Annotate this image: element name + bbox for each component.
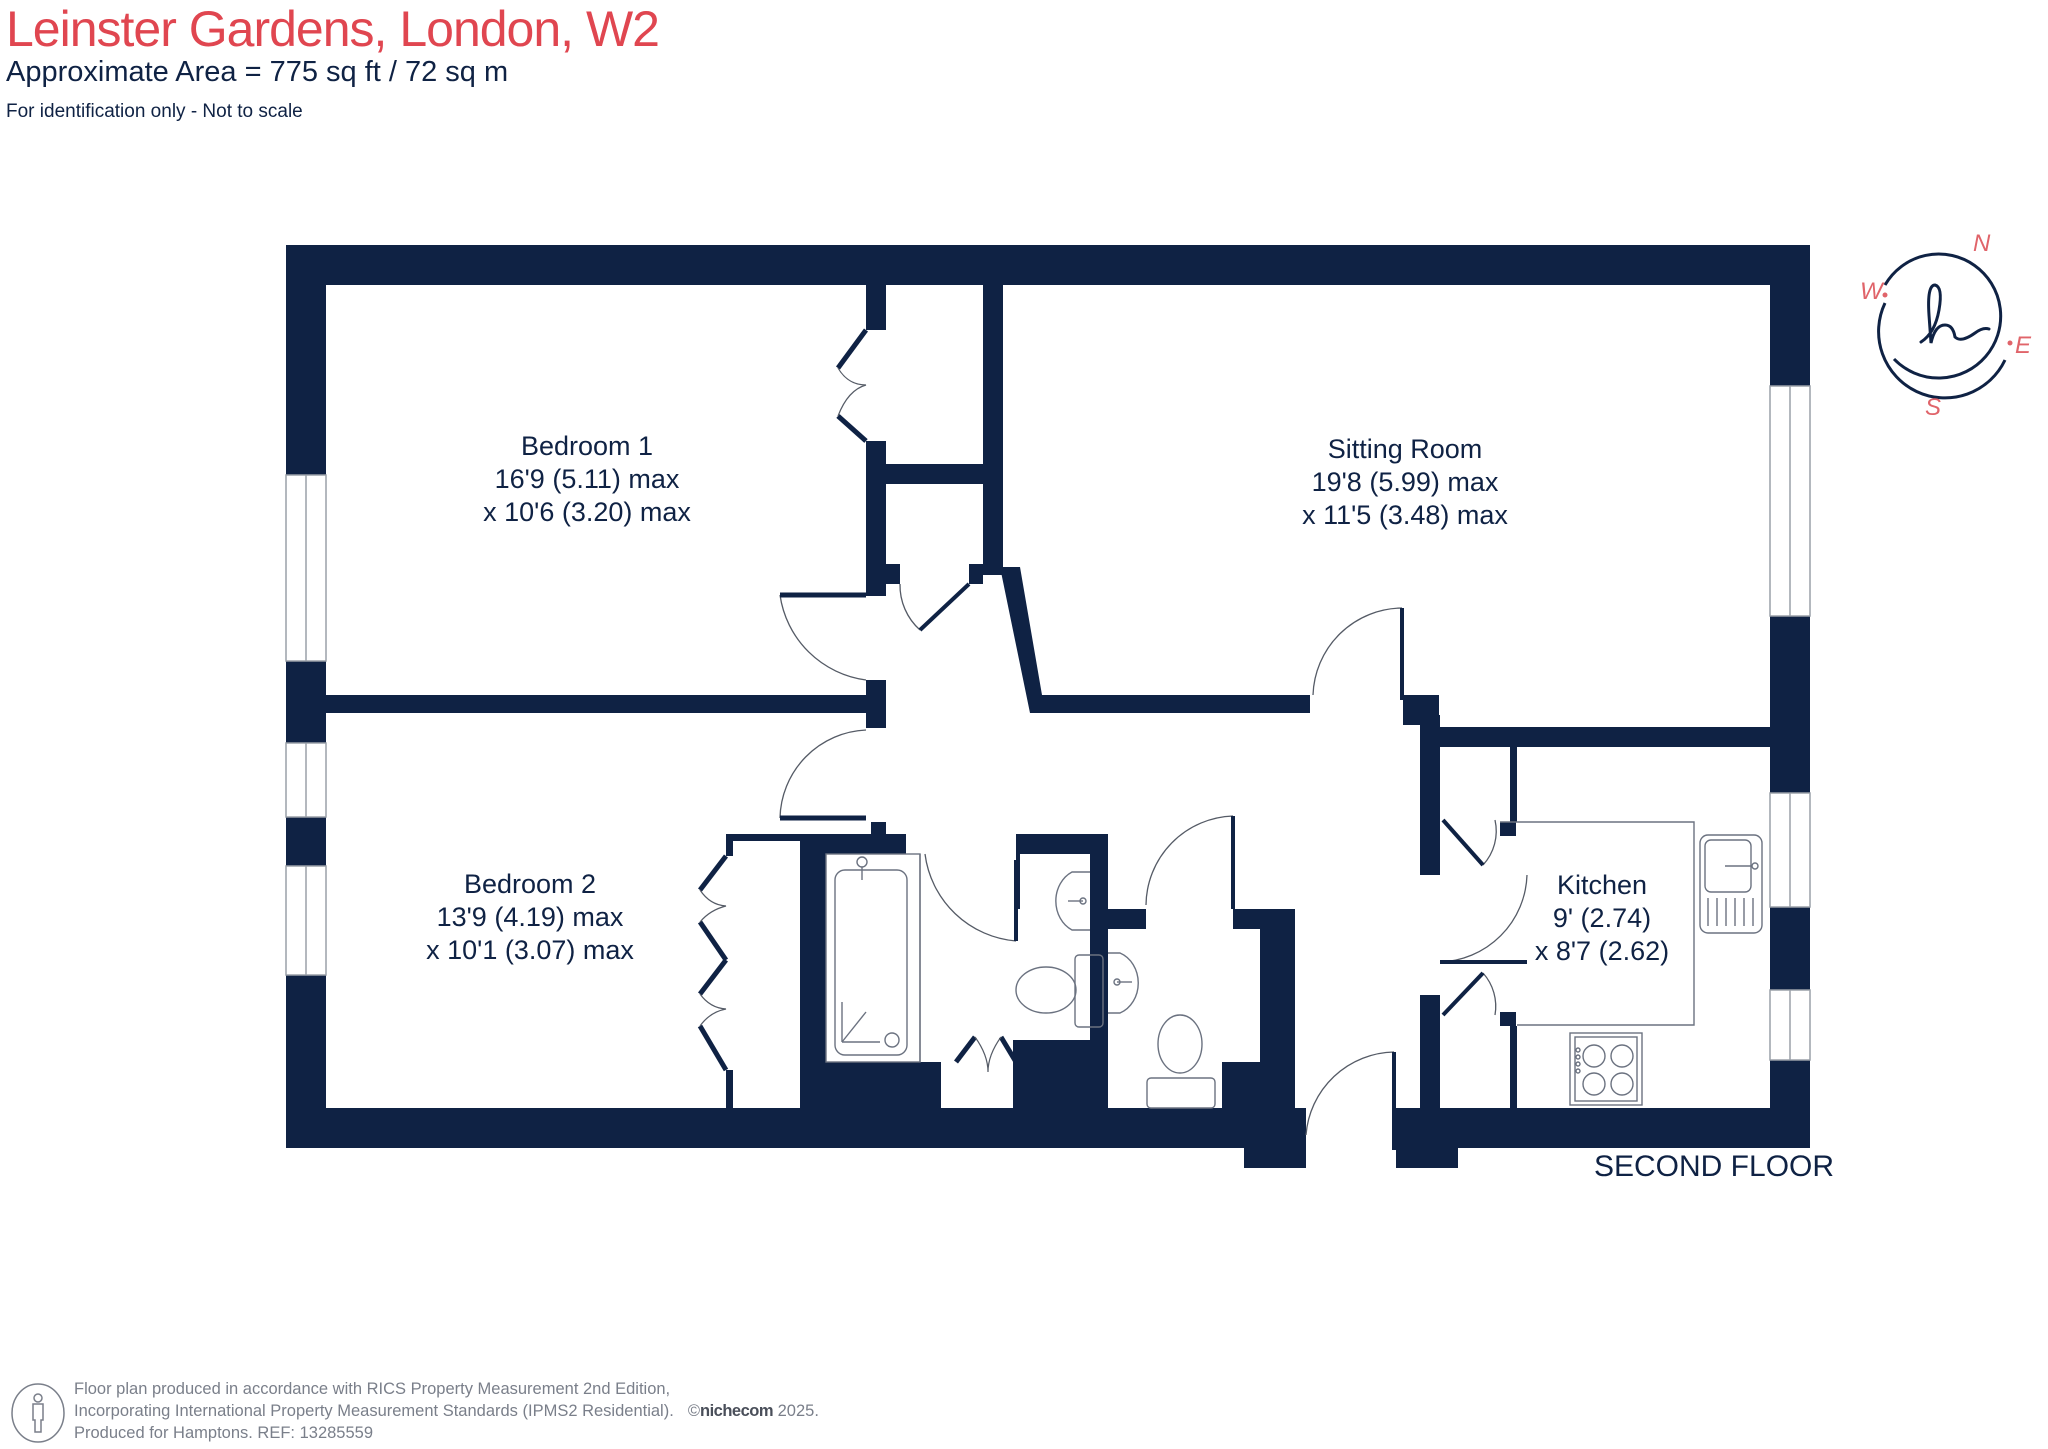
room-name: Bedroom 2	[463, 869, 597, 899]
walls	[286, 245, 1810, 1168]
room-dimension: 19'8 (5.99) max	[1311, 467, 1499, 497]
door-swings	[779, 582, 1528, 1150]
footer-line-1: Floor plan produced in accordance with R…	[74, 1380, 671, 1398]
compass-west: W	[1860, 278, 1885, 305]
fixtures	[825, 821, 1763, 1109]
room-name: Sitting Room	[1327, 434, 1483, 464]
room-name: Kitchen	[1556, 870, 1648, 900]
room-dimension: x 10'1 (3.07) max	[426, 935, 634, 965]
compass-east: E	[2015, 332, 2032, 359]
person-scale-icon	[11, 1383, 65, 1443]
brand-name: nichecom	[699, 1402, 774, 1420]
identification-note: For identification only - Not to scale	[6, 101, 303, 122]
footer-disclaimer: Floor plan produced in accordance with R…	[74, 1378, 819, 1444]
room-dimension: 13'9 (4.19) max	[436, 902, 624, 932]
approximate-area: Approximate Area = 775 sq ft / 72 sq m	[6, 56, 509, 88]
room-dimension: 9' (2.74)	[1552, 903, 1652, 933]
footer-line-2-text: Incorporating International Property Mea…	[74, 1402, 674, 1420]
floor-label: SECOND FLOOR	[1594, 1150, 1835, 1183]
room-dimension: x 8'7 (2.62)	[1534, 936, 1670, 966]
property-title: Leinster Gardens, London, W2	[6, 1, 660, 57]
copyright-year: 2025.	[777, 1402, 819, 1420]
room-dimension: 16'9 (5.11) max	[494, 464, 680, 494]
wardrobe-door-arcs	[699, 367, 1002, 1073]
room-dimension: x 10'6 (3.20) max	[483, 497, 691, 527]
room-dimension: x 11'5 (3.48) max	[1302, 500, 1508, 530]
room-label-kitchen: Kitchen 9' (2.74) x 8'7 (2.62)	[1535, 869, 1669, 968]
compass-rose-icon: N W E S	[1860, 230, 2032, 421]
windows	[285, 385, 1811, 1061]
wardrobe-doors	[697, 328, 1019, 1072]
compass-north: N	[1973, 230, 1991, 257]
footer-line-2: Incorporating International Property Mea…	[74, 1400, 819, 1422]
room-label-sitting-room: Sitting Room 19'8 (5.99) max x 11'5 (3.4…	[1302, 433, 1508, 532]
room-label-bedroom-2: Bedroom 2 13'9 (4.19) max x 10'1 (3.07) …	[426, 868, 634, 967]
copyright-symbol: ©	[687, 1402, 700, 1420]
room-label-bedroom-1: Bedroom 1 16'9 (5.11) max x 10'6 (3.20) …	[483, 430, 691, 529]
compass-south: S	[1925, 394, 1941, 421]
footer-line-3: Produced for Hamptons. REF: 13285559	[74, 1424, 374, 1442]
room-name: Bedroom 1	[520, 431, 654, 461]
